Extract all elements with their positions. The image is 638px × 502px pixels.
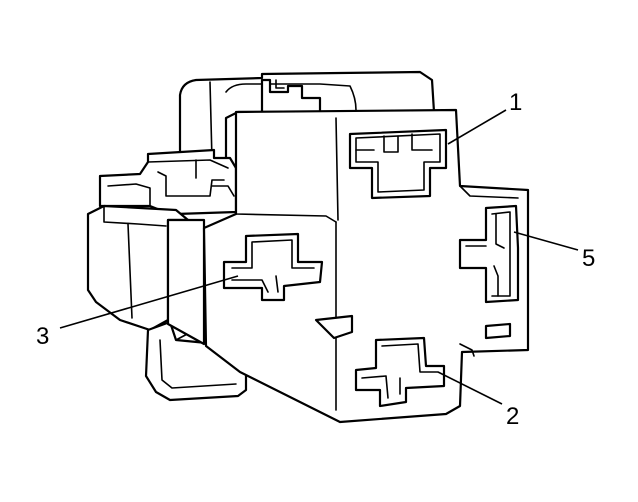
connector-rear-housing bbox=[178, 70, 436, 162]
terminal-slot-2 bbox=[354, 336, 446, 408]
callout-labels: 1 2 3 5 bbox=[36, 89, 595, 430]
leader-line-1 bbox=[447, 109, 507, 145]
callout-label-2: 2 bbox=[506, 403, 519, 430]
leader-line-3 bbox=[59, 275, 239, 329]
leader-line-2 bbox=[437, 371, 503, 405]
terminal-slot-1 bbox=[348, 128, 448, 200]
terminal-slot-5 bbox=[458, 204, 520, 304]
connector-front-body bbox=[166, 108, 530, 424]
callout-leaders bbox=[59, 109, 579, 405]
connector-lower-body bbox=[86, 204, 341, 423]
callout-label-5: 5 bbox=[582, 245, 595, 272]
terminal-slot-3 bbox=[222, 232, 324, 302]
side-locking-tab bbox=[98, 148, 238, 216]
callout-label-1: 1 bbox=[509, 89, 522, 116]
leader-line-5 bbox=[513, 231, 579, 251]
callout-label-3: 3 bbox=[36, 323, 49, 350]
